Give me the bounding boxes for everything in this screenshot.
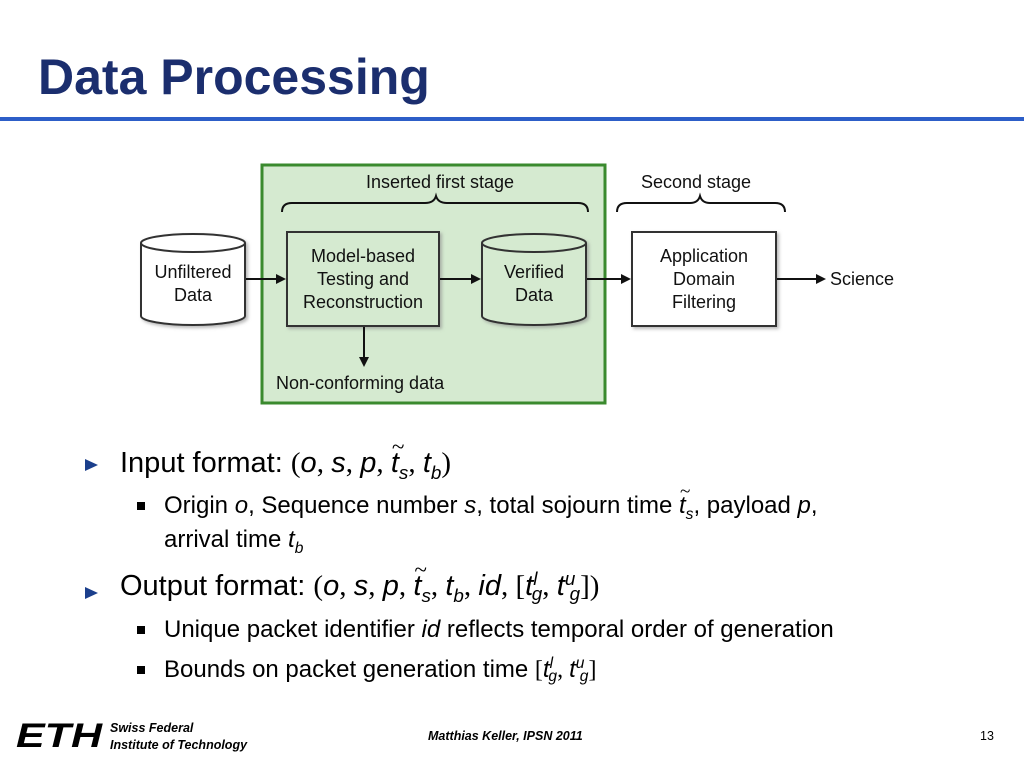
second-stage-brace xyxy=(616,192,786,213)
second-stage-label: Second stage xyxy=(641,172,751,192)
unique-id-item: Unique packet identifier id reflects tem… xyxy=(164,614,834,646)
output-format-label: Output format: xyxy=(120,570,306,602)
sojourn-var: ts xyxy=(679,479,693,522)
bounds-text: Bounds on packet generation time xyxy=(164,656,529,683)
payload-var: p xyxy=(797,492,811,519)
svg-text:ETH: ETH xyxy=(16,720,104,752)
bullet-square-icon xyxy=(137,502,145,510)
unfiltered-data-cylinder xyxy=(140,233,246,326)
page-number: 13 xyxy=(980,729,994,743)
title-underline xyxy=(0,117,1024,121)
payload-text: , payload xyxy=(693,492,791,519)
unfiltered-label-2: Data xyxy=(174,285,213,305)
institution-line-1: Swiss Federal xyxy=(110,721,194,735)
input-format-detail: Origin o, Sequence number s, total sojou… xyxy=(164,479,818,522)
model-label-2: Testing and xyxy=(317,269,409,289)
sequence-var: s xyxy=(464,492,477,519)
sojourn-text: , total sojourn time xyxy=(476,492,673,519)
eth-logo: ETH xyxy=(16,720,104,752)
bounds-interval: [tlg, tug] xyxy=(534,655,597,685)
arrival-time-line: arrival time tb xyxy=(164,524,303,556)
input-format-label: Input format: xyxy=(120,447,283,479)
first-stage-brace xyxy=(281,192,589,213)
verified-label-1: Verified xyxy=(504,262,564,282)
sequence-text: , Sequence number xyxy=(248,492,458,519)
bullet-arrow-icon xyxy=(85,459,98,471)
bullet-square-icon xyxy=(137,666,145,674)
model-label-1: Model-based xyxy=(311,246,415,266)
first-stage-label: Inserted first stage xyxy=(366,172,514,192)
application-label-3: Filtering xyxy=(672,292,736,312)
arrival-text: arrival time xyxy=(164,526,282,553)
institution-name: Swiss Federal Institute of Technology xyxy=(110,720,247,754)
model-based-box xyxy=(286,231,440,327)
verified-data-cylinder xyxy=(481,233,587,326)
verified-label-2: Data xyxy=(515,285,554,305)
application-label-2: Domain xyxy=(673,269,735,289)
science-label: Science xyxy=(830,269,894,289)
unique-pre-text: Unique packet identifier xyxy=(164,616,415,643)
input-format-tuple: (o, s, p, ts, tb) xyxy=(291,436,451,481)
author-credit: Matthias Keller, IPSN 2011 xyxy=(428,729,583,743)
bounds-item: Bounds on packet generation time [tlg, t… xyxy=(164,654,596,686)
application-filtering-box xyxy=(631,231,777,327)
bullet-square-icon xyxy=(137,626,145,634)
comma-text: , xyxy=(810,492,818,519)
data-processing-diagram: Inserted first stage Second stage Unfilt… xyxy=(140,163,894,405)
output-format-item: Output format: (o, s, p, ts, tb, id, [tl… xyxy=(120,559,599,604)
origin-text: Origin xyxy=(164,492,229,519)
institution-line-2: Institute of Technology xyxy=(110,737,248,752)
output-format-tuple: (o, s, p, ts, tb, id, [tlg, tug]) xyxy=(313,559,599,604)
bullet-arrow-icon xyxy=(85,587,98,599)
arrival-var: t xyxy=(288,526,295,553)
slide-title: Data Processing xyxy=(38,49,430,105)
unique-post-text: reflects temporal order of generation xyxy=(446,616,834,643)
origin-var: o xyxy=(234,492,249,519)
application-label-1: Application xyxy=(660,246,748,266)
arrival-sub: b xyxy=(294,539,304,557)
model-label-3: Reconstruction xyxy=(303,292,423,312)
nonconforming-label: Non-conforming data xyxy=(276,373,445,393)
unfiltered-label-1: Unfiltered xyxy=(154,262,231,282)
id-var: id xyxy=(421,616,441,643)
input-format-item: Input format: (o, s, p, ts, tb) xyxy=(120,436,451,481)
